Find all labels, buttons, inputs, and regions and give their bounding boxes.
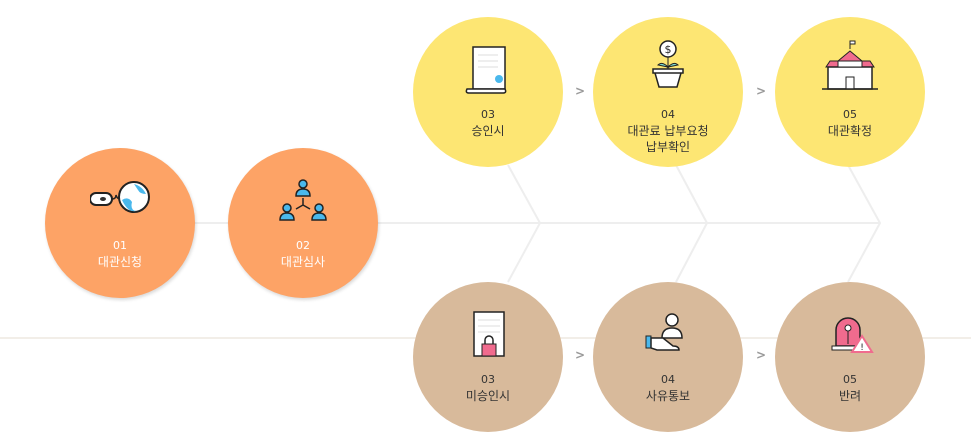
locked-document-icon [473,311,505,357]
chevron-right-icon: > [756,348,767,362]
chevron-right-icon: > [575,348,586,362]
step-04-notify-reason: 04 사유통보 [593,282,743,432]
step-03-approved: 03 승인시 [413,17,563,167]
step-label: 사유통보 [645,389,691,403]
people-network-icon [279,179,327,221]
step-number: 05 [843,108,857,121]
step-02-review: 02 대관심사 [228,148,378,298]
chevron-right-icon: > [575,84,586,98]
step-number: 03 [481,373,495,386]
step-number: 04 [661,373,675,386]
mouse-globe-icon [90,181,150,213]
step-number: 04 [661,108,675,121]
step-label-line2: 납부확인 [645,140,691,154]
step-number: 03 [481,108,495,121]
step-number: 02 [296,239,310,252]
step-label: 대관료 납부요청 [627,124,709,138]
step-label: 대관심사 [280,255,326,269]
step-number: 05 [843,373,857,386]
step-01-request: 01 대관신청 [45,148,195,298]
step-label: 대관확정 [827,124,873,138]
step-number: 01 [113,239,127,252]
step-label: 반려 [838,389,862,403]
alarm-warning-icon: ! [831,317,874,353]
building-icon [822,40,878,90]
chevron-right-icon: > [756,84,767,98]
step-label: 미승인시 [465,389,511,403]
svg-text:!: ! [860,343,864,353]
hand-person-icon [645,313,683,351]
step-03-not-approved: 03 미승인시 [413,282,563,432]
step-label: 대관신청 [97,255,143,269]
step-05-return: ! 05 반려 [775,282,925,432]
step-05-confirmed: 05 대관확정 [775,17,925,167]
money-plant-icon: $ [652,40,684,88]
certificate-icon [465,46,507,94]
svg-text:$: $ [665,43,672,56]
step-label: 승인시 [471,124,505,138]
